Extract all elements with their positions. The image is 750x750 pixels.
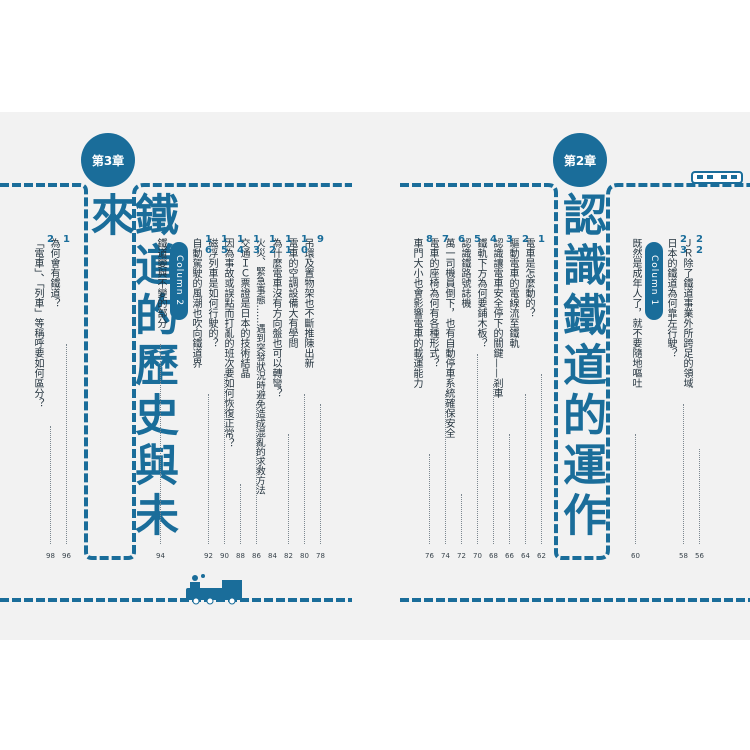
toc-entry[interactable]: 13 交通ＩＣ票證是日本的技術結晶 86	[238, 234, 262, 560]
toc-entry[interactable]: 12 火災、緊急事態……遇到突發狀況時避免造成混亂的求救方法 84	[254, 234, 278, 560]
toc-entry[interactable]: 11 為什麼電車沒有方向盤也可以轉彎？ 82	[270, 234, 294, 560]
toc-entry[interactable]: 1 電車是怎麼動的？ 62	[523, 234, 547, 560]
chapter-2-badge: 第2章	[553, 133, 607, 187]
column-1-badge: Column 1	[645, 242, 663, 320]
toc-entry[interactable]: 8 車門大小也會影響電車的載運能力 76	[411, 234, 435, 560]
toc-entry[interactable]: 2 「電車」、「列車」等稱呼要如何區分？ 98	[32, 234, 56, 560]
book-spread	[0, 112, 750, 640]
toc-entry[interactable]: 16 自動駕駛的風潮也吹向鐵道界 92	[190, 234, 214, 560]
chapter-3-title: 鐵道的歷史與未來	[83, 192, 178, 542]
toc-entry[interactable]: 3 認識讓電車安全停下的關鍵——剎車 66	[491, 234, 515, 560]
steam-locomotive-icon	[186, 574, 242, 605]
column-entry[interactable]: 鐵道變與不變的部分 94	[155, 238, 166, 560]
toc-entry[interactable]: 22 ＪＲ除了鐵道事業外所跨足的領域 56	[681, 234, 705, 560]
toc-entry[interactable]: 7 電車的座椅為何有各種形式？ 74	[427, 234, 451, 560]
chapter-2-title: 認識鐵道的運作	[555, 192, 606, 542]
toc-entry[interactable]: 9 吊環及置物架也不斷推陳出新 78	[302, 234, 326, 560]
column-entry[interactable]: 既然是成年人了，就不要隨地嘔吐 60	[630, 238, 641, 560]
toc-entry[interactable]: 2 驅動電車的電線流至鐵軌 64	[507, 234, 531, 560]
toc-entry[interactable]: 1 為何會有鐵道？ 96	[48, 234, 72, 560]
toc-entry[interactable]: 15 磁浮列車是如何行駛的？ 90	[206, 234, 230, 560]
toc-entry[interactable]: 10 電車的空調設備大有學問 80	[286, 234, 310, 560]
train-icon	[691, 171, 743, 184]
toc-entry[interactable]: 14 因為事故或誤點而打亂的班次要如何恢復正常？ 88	[222, 234, 246, 560]
column-2-badge: Column 2	[170, 242, 188, 320]
toc-entry[interactable]: 23 日本的鐵道為何靠左行駛？ 58	[665, 234, 689, 560]
toc-entry[interactable]: 5 認識鐵路號誌機 70	[459, 234, 483, 560]
toc-entry[interactable]: 6 萬一司機員倒下，也有自動停車系統確保安全 72	[443, 234, 467, 560]
toc-entry[interactable]: 4 鐵軌下方為何要鋪木板？ 68	[475, 234, 499, 560]
chapter-3-badge: 第3章	[81, 133, 135, 187]
